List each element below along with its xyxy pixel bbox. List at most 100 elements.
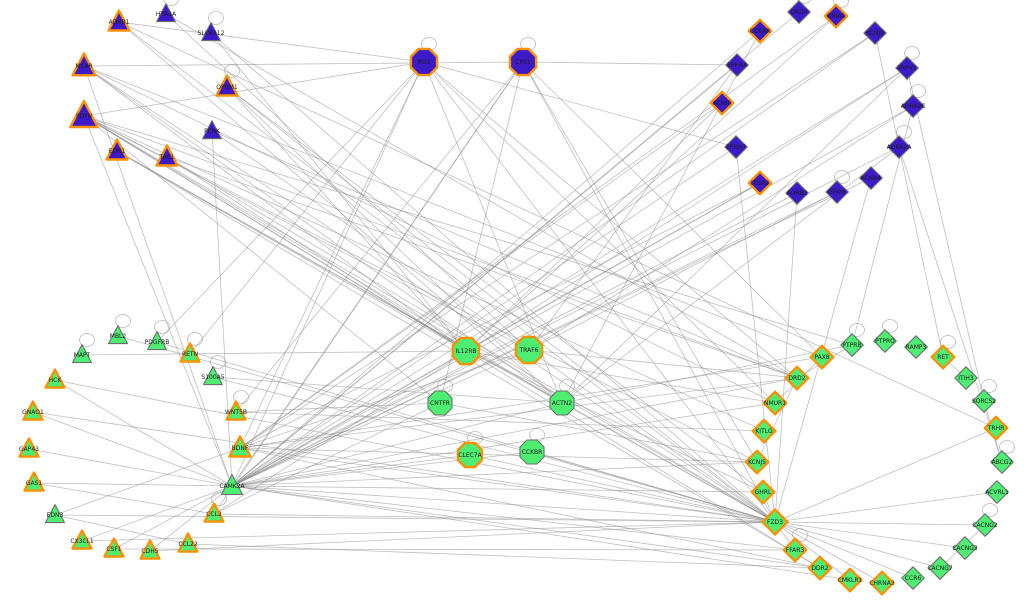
node-IL12RB[interactable]: IL12RB bbox=[451, 336, 481, 366]
edge bbox=[83, 65, 823, 358]
node-WNT5B[interactable]: WNT5B bbox=[225, 400, 247, 421]
node-ADRB1[interactable]: ADRB1 bbox=[107, 9, 131, 32]
diamond-shape bbox=[750, 479, 776, 505]
node-EDN1[interactable]: EDN1 bbox=[105, 138, 129, 161]
node-TRAF6[interactable]: TRAF6 bbox=[514, 335, 544, 365]
node-PDYN[interactable]: PDYN bbox=[69, 99, 99, 129]
node-DDR2[interactable]: DDR2 bbox=[807, 555, 833, 581]
self-loop-edge bbox=[940, 335, 956, 349]
edge bbox=[83, 115, 530, 351]
node-ACVRL1[interactable]: ACVRL1 bbox=[985, 480, 1009, 504]
node-KCNA4[interactable]: KCNA4 bbox=[859, 166, 883, 190]
diamond-shape bbox=[744, 449, 770, 475]
node-MAPT[interactable]: MAPT bbox=[71, 344, 93, 364]
diamond-shape bbox=[751, 418, 777, 444]
node-CCKAR[interactable]: CCKAR bbox=[747, 18, 773, 44]
diamond-shape bbox=[983, 415, 1009, 441]
diamond-shape bbox=[782, 537, 808, 563]
node-IRS1[interactable]: IRS1 bbox=[409, 47, 439, 77]
node-CCKBR[interactable]: CCKBR bbox=[519, 439, 545, 465]
node-PENK[interactable]: PENK bbox=[202, 120, 222, 140]
triangle-shape bbox=[71, 529, 93, 550]
edge bbox=[83, 115, 853, 346]
node-ADRA2A[interactable]: ADRA2A bbox=[887, 135, 913, 159]
node-CDH5[interactable]: CDH5 bbox=[139, 539, 161, 560]
triangle-shape bbox=[147, 331, 167, 351]
node-GAS1[interactable]: GAS1 bbox=[23, 471, 45, 492]
edge bbox=[54, 447, 241, 516]
node-CHRNA3[interactable]: CHRNA3 bbox=[869, 570, 895, 596]
node-PDGFRB[interactable]: PDGFRB bbox=[145, 331, 170, 351]
node-SORCS2[interactable]: SORCS2 bbox=[972, 389, 996, 413]
edge bbox=[561, 67, 908, 404]
diamond-shape bbox=[809, 344, 835, 370]
node-OPRM1[interactable]: OPRM1 bbox=[215, 74, 239, 97]
edge bbox=[113, 548, 796, 551]
node-GAP43[interactable]: GAP43 bbox=[18, 437, 40, 458]
node-ITIH3[interactable]: ITIH3 bbox=[954, 366, 978, 390]
node-CACNG3[interactable]: CACNG3 bbox=[952, 536, 978, 560]
self-loop-edge bbox=[882, 319, 898, 333]
node-KCNJ5[interactable]: KCNJ5 bbox=[744, 449, 770, 475]
triangle-shape bbox=[105, 138, 129, 161]
self-loop-edge bbox=[904, 46, 920, 60]
node-DRD4[interactable]: DRD4 bbox=[787, 0, 811, 24]
node-MBL2[interactable]: MBL2 bbox=[107, 325, 129, 345]
node-FZD3[interactable]: FZD3 bbox=[761, 508, 789, 536]
node-EPHA7[interactable]: EPHA7 bbox=[724, 135, 748, 159]
node-CCR6[interactable]: CCR6 bbox=[901, 566, 925, 590]
edge bbox=[469, 454, 776, 523]
edge bbox=[117, 335, 776, 523]
node-CX3CL1[interactable]: CX3CL1 bbox=[70, 529, 94, 550]
diamond-shape bbox=[901, 566, 925, 590]
node-PTPRB[interactable]: PTPRB bbox=[840, 333, 864, 357]
diamond-shape bbox=[840, 333, 864, 357]
triangle-shape bbox=[220, 473, 244, 496]
node-HTR1A[interactable]: HTR1A bbox=[156, 3, 177, 23]
node-ABCG2[interactable]: ABCG2 bbox=[990, 450, 1014, 474]
diamond-shape bbox=[863, 21, 887, 45]
node-ITGA9[interactable]: ITGA9 bbox=[747, 170, 773, 196]
edge bbox=[165, 13, 798, 379]
self-loop-edge bbox=[792, 528, 808, 542]
triangle-shape bbox=[22, 400, 44, 421]
node-CNTFR[interactable]: CNTFR bbox=[427, 390, 453, 416]
node-CSF1[interactable]: CSF1 bbox=[103, 537, 125, 558]
node-CPS1[interactable]: CPS1 bbox=[508, 47, 538, 77]
node-ACTN2[interactable]: ACTN2 bbox=[549, 390, 575, 416]
triangle-shape bbox=[69, 99, 99, 129]
edge bbox=[231, 485, 821, 569]
triangle-shape bbox=[179, 342, 201, 363]
node-CMKLR1[interactable]: CMKLR1 bbox=[837, 567, 863, 593]
diamond-shape bbox=[762, 390, 788, 416]
diamond-shape bbox=[787, 0, 811, 24]
diamond-shape bbox=[930, 344, 956, 370]
edge bbox=[212, 376, 776, 523]
node-DRD2[interactable]: DRD2 bbox=[784, 365, 810, 391]
node-MC4R[interactable]: MC4R bbox=[71, 52, 97, 77]
node-RAMP3[interactable]: RAMP3 bbox=[904, 335, 928, 359]
triangle-shape bbox=[177, 532, 199, 553]
triangle-shape bbox=[156, 3, 176, 23]
node-S100A5[interactable]: S100A5 bbox=[201, 366, 225, 386]
edge bbox=[906, 67, 985, 402]
node-CLEC7A[interactable]: CLEC7A bbox=[456, 441, 484, 469]
node-EDN3[interactable]: EDN3 bbox=[44, 504, 66, 524]
node-RET[interactable]: RET bbox=[930, 344, 956, 370]
node-PTPRO[interactable]: PTPRO bbox=[873, 329, 897, 353]
edge bbox=[226, 86, 563, 404]
edge bbox=[561, 30, 761, 404]
node-KITLG[interactable]: KITLG bbox=[751, 418, 777, 444]
node-SLC6A12[interactable]: SLC6A12 bbox=[198, 22, 225, 42]
node-GNAO1[interactable]: GNAO1 bbox=[22, 400, 44, 421]
node-GRIA1[interactable]: GRIA1 bbox=[823, 3, 849, 29]
edge bbox=[235, 61, 524, 413]
node-ADRB2[interactable]: ADRB2 bbox=[785, 181, 809, 205]
node-HCK[interactable]: HCK bbox=[44, 368, 66, 389]
node-KCNJ9[interactable]: KCNJ9 bbox=[863, 21, 887, 45]
edge bbox=[211, 130, 233, 487]
node-ADRA2C[interactable]: ADRA2C bbox=[901, 94, 926, 118]
node-CACNG7[interactable]: CACNG7 bbox=[927, 556, 953, 580]
edge bbox=[83, 115, 758, 463]
